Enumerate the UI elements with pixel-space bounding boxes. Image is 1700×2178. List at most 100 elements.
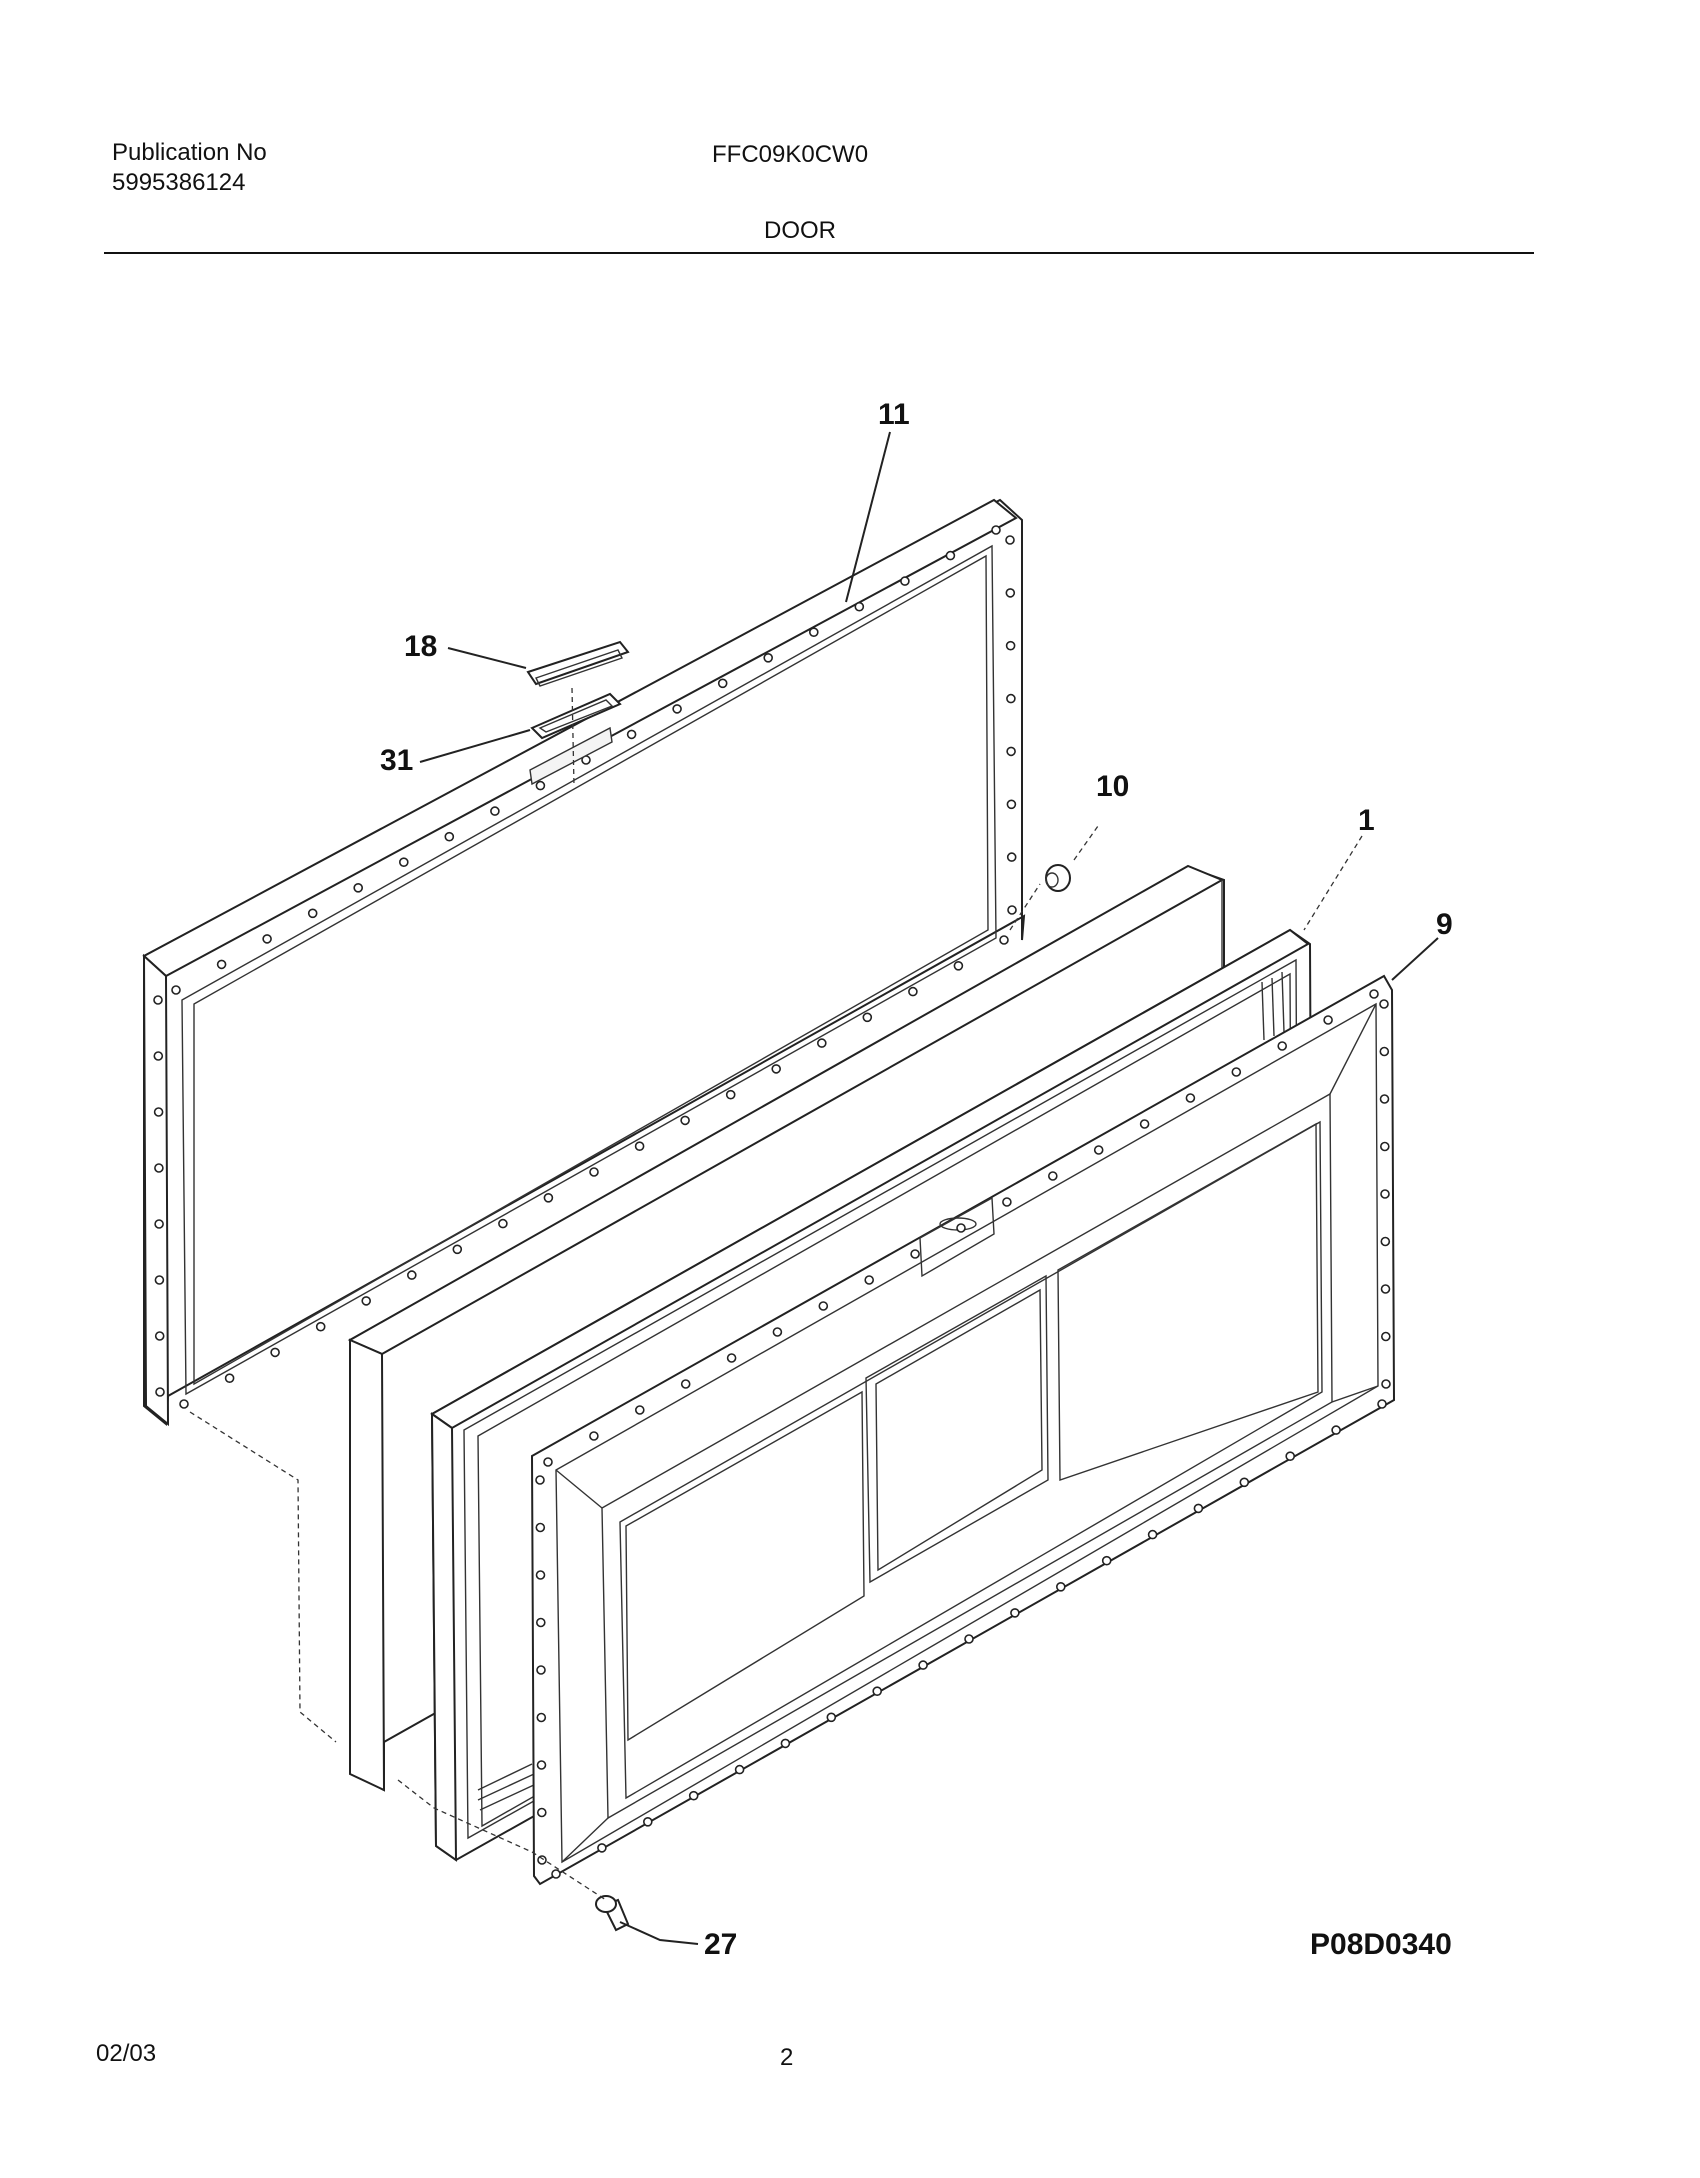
- publication-number: 5995386124: [112, 169, 246, 196]
- screw-hole: [816, 1038, 827, 1048]
- part-27-screw: [595, 1895, 630, 1932]
- screw-hole: [726, 1353, 737, 1363]
- screw-hole: [536, 1807, 547, 1818]
- part-11-door-liner: [142, 498, 1026, 1427]
- screw-hole: [535, 1617, 546, 1628]
- screw-hole: [589, 1167, 599, 1177]
- screw-hole: [216, 959, 227, 970]
- screw-hole: [179, 1399, 189, 1409]
- diagram-code: P08D0340: [1310, 1928, 1452, 1961]
- screw-hole: [680, 1115, 690, 1126]
- screw-hole: [1323, 1015, 1333, 1025]
- callout-11: 11: [878, 398, 910, 431]
- screw-hole: [535, 1475, 545, 1485]
- part-11-screw-holes: [153, 525, 1017, 1409]
- screw-hole: [626, 729, 637, 740]
- screw-hole: [642, 1817, 653, 1827]
- screw-hole: [536, 1712, 547, 1723]
- header-rule: [104, 252, 1534, 254]
- screw-hole: [1101, 1555, 1112, 1566]
- model-number: FFC09K0CW0: [712, 141, 869, 168]
- screw-hole: [1056, 1582, 1066, 1592]
- screw-hole: [153, 1107, 164, 1117]
- screw-hole: [1381, 1379, 1391, 1389]
- screw-hole: [1285, 1451, 1295, 1461]
- screw-hole: [864, 1275, 875, 1285]
- screw-hole: [535, 1522, 546, 1533]
- screw-hole: [154, 1163, 164, 1173]
- screw-hole: [945, 550, 956, 561]
- screw-hole: [1377, 1399, 1387, 1409]
- screw-hole: [910, 1249, 920, 1259]
- screw-hole: [672, 704, 682, 714]
- screw-hole: [1379, 1094, 1390, 1104]
- screw-hole: [1006, 852, 1017, 862]
- screw-hole: [1093, 1145, 1104, 1155]
- screw-hole: [543, 1193, 554, 1203]
- screw-hole: [1239, 1477, 1250, 1488]
- screw-hole: [1231, 1067, 1242, 1077]
- screw-hole: [1381, 1331, 1391, 1342]
- screw-hole: [153, 1051, 164, 1061]
- footer-date: 02/03: [96, 2040, 157, 2067]
- screw-hole: [763, 652, 774, 663]
- screw-hole: [551, 1869, 561, 1879]
- screw-hole: [634, 1405, 645, 1415]
- screw-hole: [1379, 1046, 1390, 1057]
- callout-27: 27: [704, 1928, 737, 1961]
- screw-hole: [1048, 1171, 1058, 1181]
- screw-hole: [1139, 1119, 1150, 1129]
- screw-hole: [315, 1321, 326, 1332]
- screw-hole: [154, 1331, 165, 1341]
- screw-hole: [964, 1634, 974, 1644]
- screw-hole: [262, 934, 272, 944]
- screw-hole: [680, 1379, 691, 1389]
- screw-hole: [154, 1219, 164, 1229]
- screw-hole: [1005, 588, 1016, 598]
- screw-hole: [1379, 999, 1389, 1009]
- screw-hole: [535, 780, 546, 791]
- screw-hole: [1006, 799, 1017, 810]
- part-10-hinge-plug: [1045, 825, 1099, 892]
- screw-hole: [1185, 1093, 1196, 1103]
- screw-hole: [826, 1712, 837, 1723]
- screw-hole: [535, 1570, 546, 1580]
- screw-hole: [1193, 1503, 1204, 1514]
- screw-hole: [818, 1301, 829, 1311]
- screw-hole: [1002, 1197, 1012, 1207]
- screw-hole: [361, 1296, 372, 1306]
- screw-hole: [1277, 1041, 1287, 1051]
- screw-hole: [991, 525, 1001, 535]
- part-18-door-handle: [526, 640, 630, 687]
- screw-hole: [808, 627, 819, 638]
- screw-hole: [1331, 1425, 1341, 1435]
- screw-hole: [307, 908, 318, 919]
- callout-9: 9: [1436, 908, 1453, 941]
- screw-hole: [717, 678, 728, 689]
- screw-hole: [862, 1012, 873, 1023]
- screw-hole: [854, 601, 865, 612]
- screw-hole: [1007, 905, 1017, 915]
- screw-hole: [872, 1686, 883, 1696]
- screw-hole: [1380, 1284, 1391, 1294]
- screw-hole: [634, 1141, 645, 1151]
- screw-hole: [900, 576, 910, 586]
- screw-hole: [918, 1660, 928, 1670]
- screw-hole: [1147, 1529, 1158, 1540]
- screw-hole: [1380, 1141, 1390, 1152]
- screw-hole: [536, 1665, 546, 1675]
- publication-label: Publication No: [112, 139, 267, 166]
- screw-hole: [1006, 746, 1016, 757]
- screw-hole: [406, 1270, 417, 1280]
- screw-hole: [734, 1764, 745, 1775]
- screw-hole: [771, 1064, 782, 1074]
- screw-hole: [270, 1347, 280, 1358]
- screw-hole: [490, 806, 500, 816]
- screw-hole: [1380, 1189, 1390, 1199]
- screw-hole: [537, 1855, 547, 1865]
- screw-hole: [452, 1244, 463, 1255]
- screw-hole: [589, 1431, 599, 1441]
- screw-hole: [772, 1327, 783, 1337]
- section-title: DOOR: [764, 217, 836, 244]
